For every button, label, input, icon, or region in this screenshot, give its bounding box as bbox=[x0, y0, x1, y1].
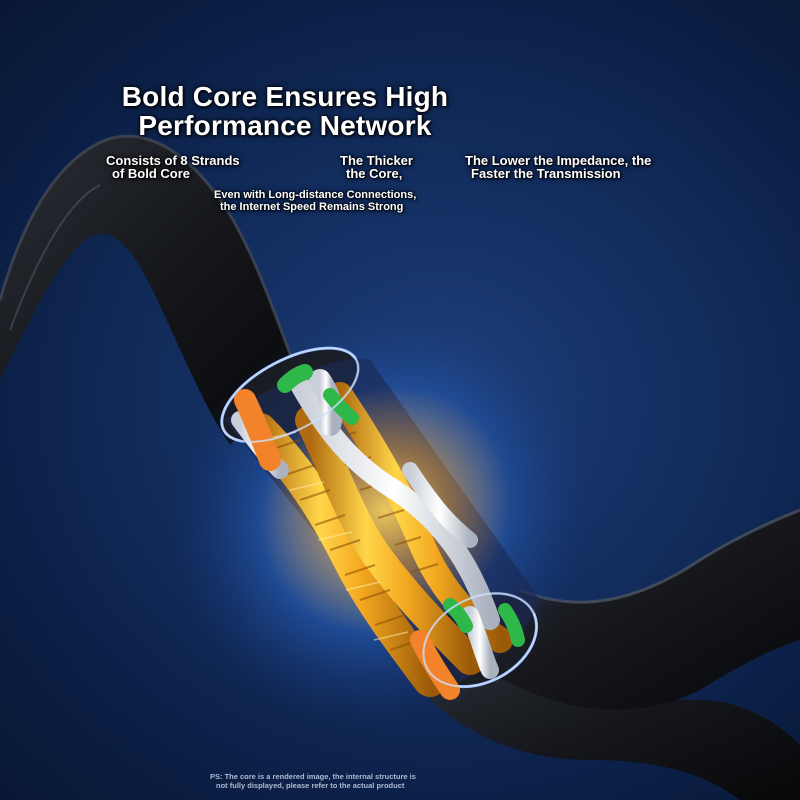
copper-strand bbox=[243, 413, 447, 697]
feature-distance: Even with Long-distance Connections, the… bbox=[214, 189, 514, 213]
feature-thicker-line-2: the Core, bbox=[346, 166, 403, 181]
feature-distance-line-2: the Internet Speed Remains Strong bbox=[220, 201, 404, 213]
feature-thicker: The Thicker the Core, bbox=[340, 154, 450, 180]
cable-jacket-upper bbox=[0, 136, 300, 445]
headline-line-1: Bold Core Ensures High bbox=[121, 81, 449, 112]
feature-strands: Consists of 8 Strands of Bold Core bbox=[106, 154, 286, 180]
feature-strands-line-2: of Bold Core bbox=[112, 166, 190, 181]
feature-thicker-line-1: The Thicker bbox=[340, 153, 413, 168]
feature-impedance-line-2: Faster the Transmission bbox=[471, 166, 621, 181]
green-wire bbox=[277, 364, 313, 393]
feature-impedance-line-1: The Lower the Impedance, the bbox=[465, 153, 652, 168]
feature-distance-line-1: Even with Long-distance Connections, bbox=[214, 189, 417, 201]
footnote-line-1: PS: The core is a rendered image, the in… bbox=[210, 772, 416, 781]
headline: Bold Core Ensures High Performance Netwo… bbox=[70, 82, 500, 140]
feature-impedance: The Lower the Impedance, the Faster the … bbox=[465, 154, 765, 180]
footnote: PS: The core is a rendered image, the in… bbox=[210, 772, 550, 790]
feature-strands-line-1: Consists of 8 Strands bbox=[106, 153, 240, 168]
footnote-line-2: not fully displayed, please refer to the… bbox=[216, 781, 405, 790]
orange-wire bbox=[234, 389, 281, 471]
headline-line-2: Performance Network bbox=[138, 110, 432, 141]
